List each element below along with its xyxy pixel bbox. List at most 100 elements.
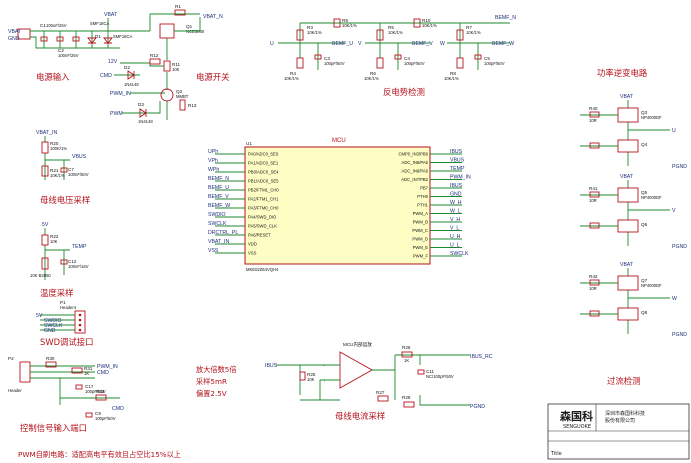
company-name-1: 深圳市森国科科技 <box>605 410 645 417</box>
r26-value: 1K <box>404 358 409 363</box>
mos-h-ref-1: Q5 <box>641 190 648 195</box>
opamp-plus: + <box>323 378 326 383</box>
mos-h-val-2: NP4000DF <box>641 283 662 288</box>
opamp-in-label: IBUS <box>265 363 278 369</box>
mcu-right-net-1: VBUS <box>450 158 465 164</box>
mcu-right-pin-5: PTH0 <box>417 194 428 199</box>
r12-ref: R12 <box>150 53 159 58</box>
mcu-left-net-1: VPh <box>208 158 218 164</box>
mcu-left-net-9: DRCTRL_PL <box>208 230 238 236</box>
mos-h-val-1: NP4000DF <box>641 195 662 200</box>
gate-r-val-1: 10R <box>589 198 597 203</box>
r31-value: 1K <box>84 371 89 376</box>
r5-value: 10K/1% <box>388 30 403 35</box>
ctrl-pwm-in-label: PWM_IN <box>97 364 118 370</box>
gate-r-val-2: 10R <box>589 286 597 291</box>
mcu-left-pin-5: PA2/FTM1_CH1 <box>248 197 279 202</box>
r32-ref: R32 <box>96 389 105 394</box>
leg-phase-label-1: V <box>672 208 676 214</box>
bus-current-block: MCU内部运放 - + IBUS R25 10K R26 1K C11 NC/1… <box>265 341 493 421</box>
swd-gnd-label: GND <box>44 328 56 334</box>
r8-value: 10K/1% <box>444 76 459 81</box>
mos-h-ref-0: Q3 <box>641 110 648 115</box>
ctrl-cmd-label: CMD <box>97 370 109 376</box>
bemf-v-label: BEMF_V <box>412 41 433 47</box>
p1-ref: P1 <box>60 300 66 305</box>
r20-ref: R20 <box>50 141 59 146</box>
bemf-u-label: BEMF_U <box>332 41 353 47</box>
mcu-left-pin-2: PB0/ADC0_SE4 <box>248 170 279 175</box>
c9-value: 100pF/50V <box>95 416 116 421</box>
leg-vbat-label-0: VBAT <box>620 94 634 100</box>
mosfet-high-0 <box>617 107 639 123</box>
d3-value: 1N4148 <box>138 119 153 124</box>
mcu-right-pin-6: PTH1 <box>417 203 428 208</box>
c7-ref: C7 <box>68 167 74 172</box>
bemf-n-label: BEMF_N <box>495 15 516 21</box>
c2-ref: C2 <box>58 48 64 53</box>
company-logo: 森国科 <box>560 409 593 423</box>
swd-title: SWD调试接口 <box>40 337 94 347</box>
mcu-left-pin-7: PA4/SWD_DIO <box>248 215 277 220</box>
bemf-detect-title: 反电势检测 <box>383 87 425 97</box>
temp-net-label: TEMP <box>72 244 87 250</box>
c1-value: 100uF/25V <box>46 23 67 28</box>
q2-transistor <box>160 88 174 102</box>
r25-value: 10K <box>307 377 315 382</box>
d1-value: SMF18CA <box>90 21 110 26</box>
mcu-left-pin-0: PA0/ADC0_SE0 <box>248 152 279 157</box>
r31-ref: R31 <box>84 366 93 371</box>
mcu-right-net-12: SWCLK <box>450 251 469 257</box>
d2-value: 1N4148 <box>124 82 139 87</box>
u-phase-label: U <box>270 41 274 47</box>
mos-l-ref-1: Q6 <box>641 222 648 227</box>
vbat-top-label: VBAT <box>104 12 118 18</box>
vbat-n-label: VBAT_N <box>203 14 223 20</box>
p2-ref: P2 <box>8 356 14 361</box>
r3-value: 10K/1% <box>307 30 322 35</box>
p1-header-label: Header4 <box>60 305 77 310</box>
c9-ref: C9 <box>95 411 101 416</box>
mcu-left-net-10: VBAT_IN <box>208 239 229 245</box>
mcu-right-net-4: IBUS <box>450 183 463 189</box>
bias-note: 偏置2.5V <box>196 389 227 398</box>
c17-ref: C17 <box>85 384 94 389</box>
mcu-left-pin-9: PA6/RESET <box>248 233 271 238</box>
gate-r-ref-0: R40 <box>589 106 598 111</box>
control-input-block: P2 Header R30 R31 1K PWM_IN CMD C17 100p… <box>8 356 124 433</box>
r21-value: 10K/1% <box>50 173 65 178</box>
r13-ref: R13 <box>188 103 197 108</box>
gnd-net-label: GND <box>8 36 20 42</box>
mcu-right-pin-4: PB7 <box>420 186 429 191</box>
pwm-in-label: PWM_IN <box>110 91 131 97</box>
leg-pgnd-label-2: PGND <box>672 332 687 338</box>
c2-value: 100nF/25V <box>58 53 79 58</box>
mosfet-high-2 <box>617 275 639 291</box>
leg-pgnd-label-1: PGND <box>672 244 687 250</box>
mcu-left-net-7: SWDIO <box>208 212 226 218</box>
d1-ref: D1 <box>95 34 101 39</box>
mcu-left-net-5: BEMF_V <box>208 194 229 200</box>
mcu-right-net-8: V_H <box>450 217 460 223</box>
mcu-left-net-6: BEMF_W <box>208 203 230 209</box>
swd-5v-label: 5V <box>36 313 43 319</box>
r1-ref: R1 <box>175 4 181 9</box>
w-phase-label: W <box>440 41 445 47</box>
q1-mosfet <box>159 23 175 39</box>
mcu-chip <box>244 146 431 265</box>
r10-value: 10K/1% <box>422 23 437 28</box>
r30-ref: R30 <box>46 356 55 361</box>
r27-ref: R27 <box>376 390 385 395</box>
sample-res-note: 采样5mR <box>196 377 227 386</box>
overcurrent-title: 过流检测 <box>607 376 641 386</box>
r7-ref: R7 <box>466 25 472 30</box>
mcu-right-pin-10: PWM_D <box>412 237 428 242</box>
d2-ref: D2 <box>124 65 130 70</box>
mcu-title: MCU <box>332 138 346 144</box>
r8-ref: R8 <box>450 71 456 76</box>
